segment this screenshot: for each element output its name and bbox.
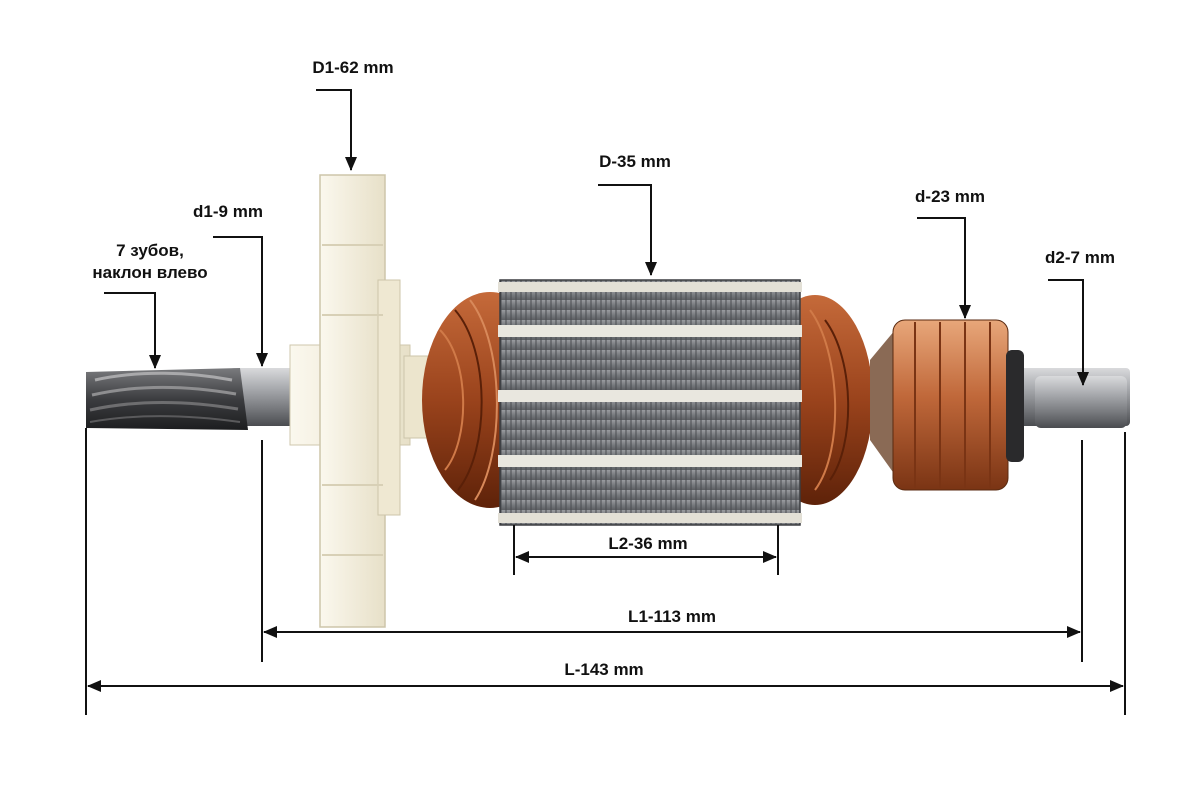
label-D: D-35 mm [599,152,671,171]
leader-D1 [316,89,357,171]
fan-impeller [289,174,429,628]
label-teeth: 7 зубов, наклон влево [92,240,207,284]
label-teeth-line1: 7 зубов, [116,241,184,260]
label-L1: L1-113 mm [628,607,716,626]
lamination-stack [498,279,802,526]
leader-d [917,217,971,319]
commutator [870,319,1024,491]
pinion-gear [86,368,248,430]
leader-d2 [1048,279,1089,386]
label-teeth-line2: наклон влево [92,263,208,282]
label-d: d-23 mm [915,187,985,206]
label-L2: L2-36 mm [608,534,688,553]
leader-teeth [104,292,161,369]
leader-d1 [213,236,268,367]
dimension-lines [85,428,1126,715]
leader-lines [104,89,1089,386]
leader-D [598,184,657,276]
label-L: L-143 mm [564,660,644,679]
label-D1: D1-62 mm [312,58,394,77]
label-d1: d1-9 mm [193,202,263,221]
label-d2: d2-7 mm [1045,248,1115,267]
